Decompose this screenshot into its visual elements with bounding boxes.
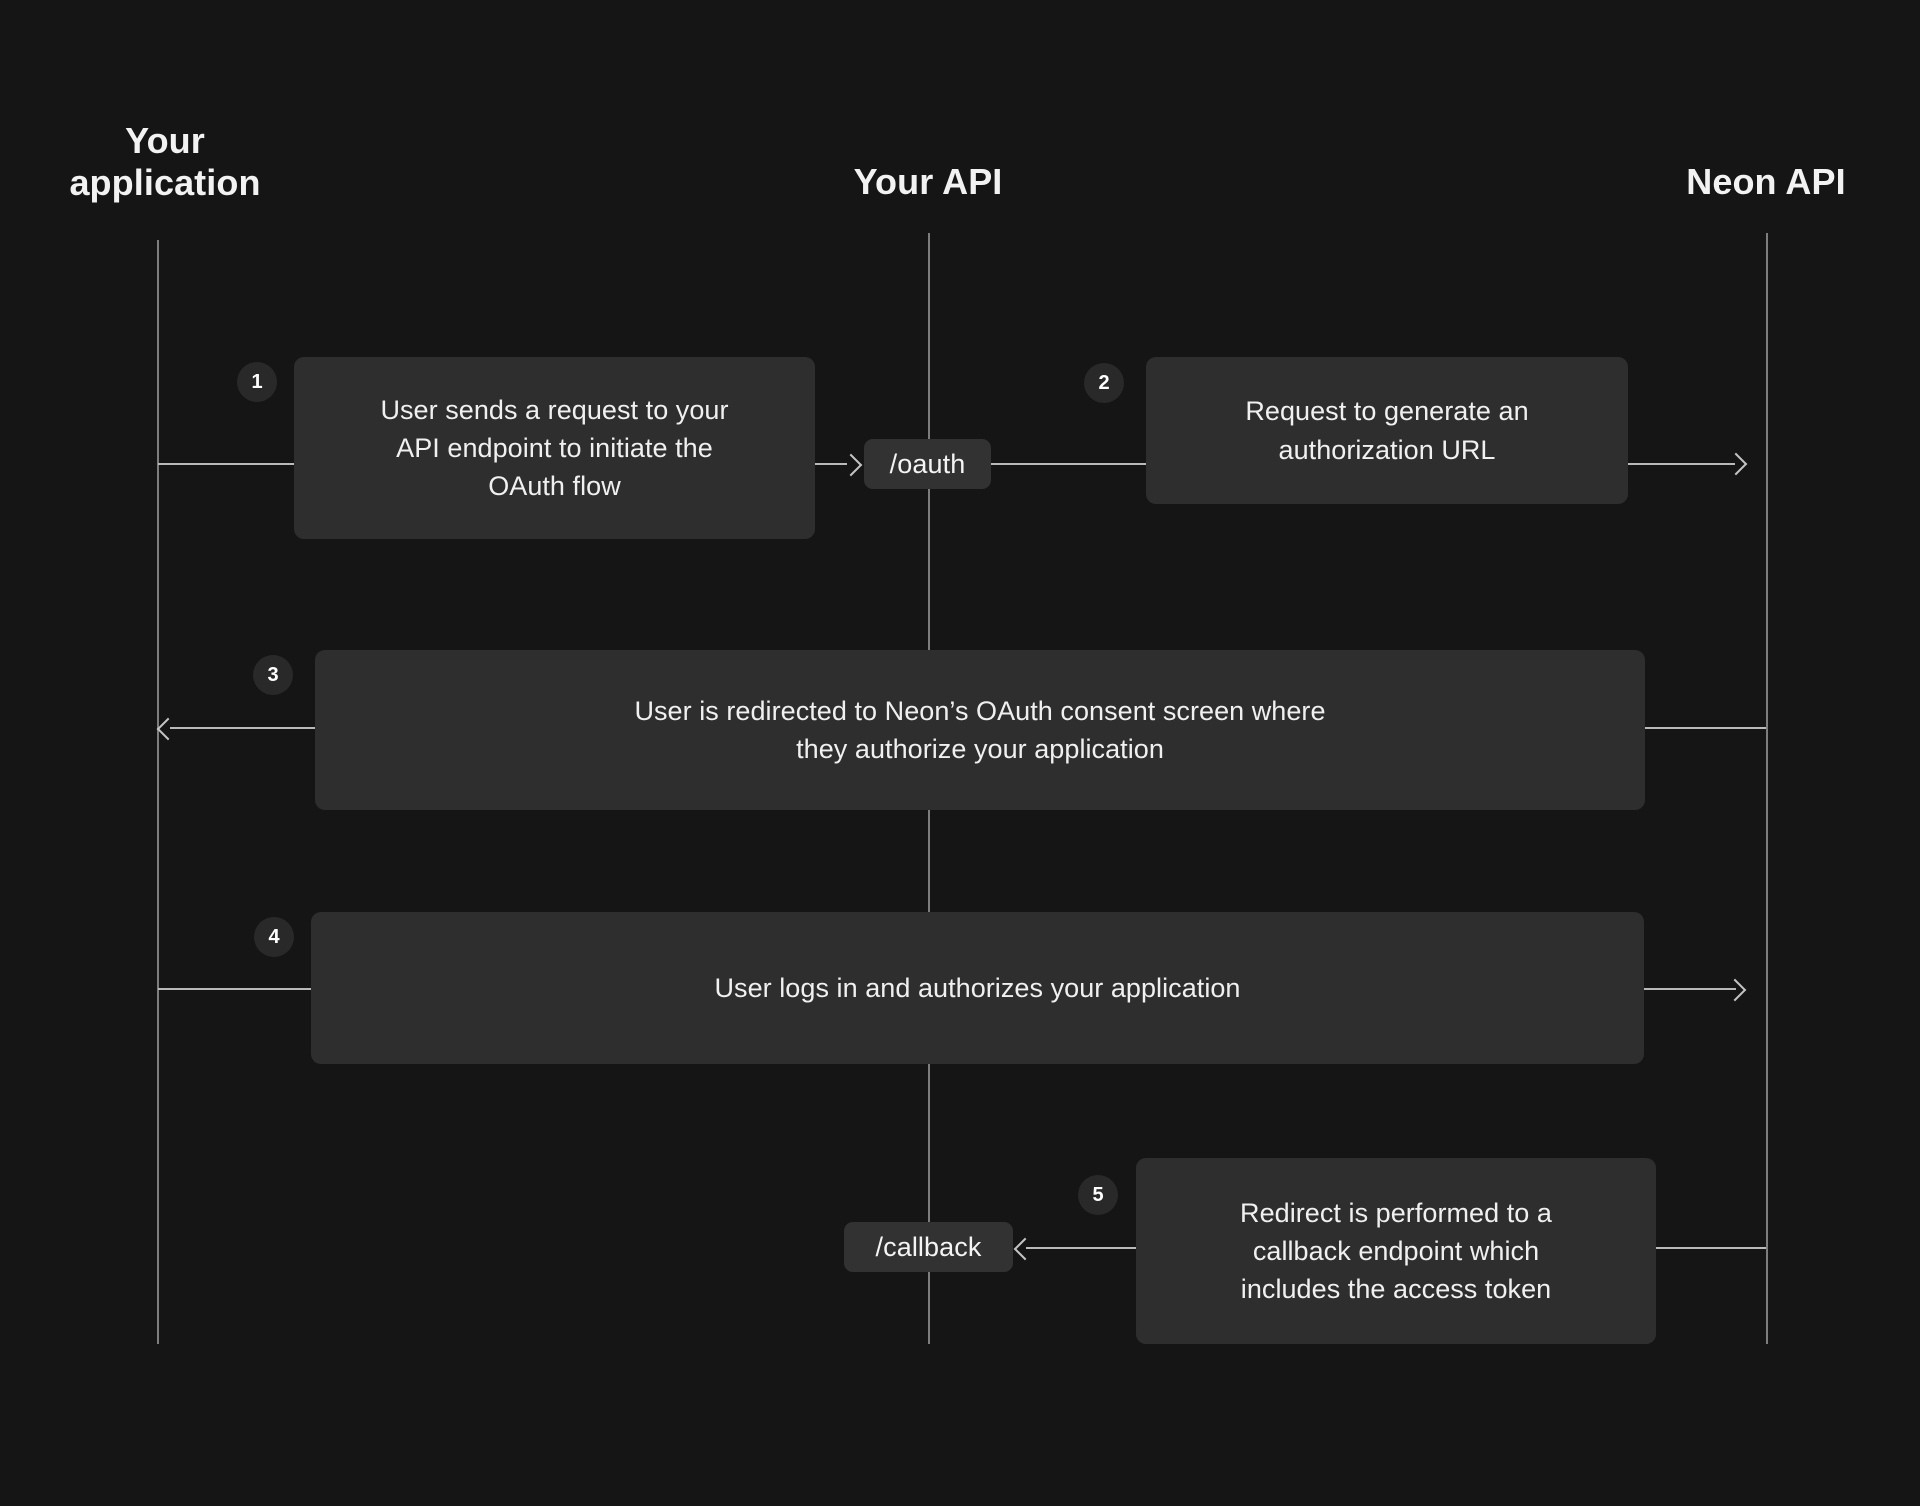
step-text-3: User is redirected to Neon’s OAuth conse… <box>634 695 1326 764</box>
step-text-1: User sends a request to your API endpoin… <box>380 394 729 502</box>
connector-step-2-left <box>991 463 1146 465</box>
step-text-4: User logs in and authorizes your applica… <box>714 972 1241 1003</box>
connector-step-4-right <box>1644 988 1736 990</box>
arrowhead-step-3-to-app <box>156 717 180 741</box>
step-box-2: Request to generate an authorization URL <box>1146 357 1628 504</box>
endpoint-pill-oauth[interactable]: /oauth <box>864 439 991 489</box>
arrowhead-step-2-to-neon <box>1724 452 1748 476</box>
step-box-3: User is redirected to Neon’s OAuth conse… <box>315 650 1645 810</box>
step-badge-5: 5 <box>1078 1175 1118 1215</box>
lifeline-header-neon-api: Neon API <box>1686 161 1846 202</box>
lifeline-neon-api <box>1766 233 1768 1344</box>
arrowhead-step-5-to-callback <box>1013 1237 1037 1261</box>
step-badge-2: 2 <box>1084 363 1124 403</box>
step-badge-1: 1 <box>237 362 277 402</box>
lifeline-your-application <box>157 240 159 1344</box>
arrowhead-step-1-to-oauth <box>839 453 863 477</box>
connector-step-3-left <box>170 727 315 729</box>
step-badge-4: 4 <box>254 917 294 957</box>
lifeline-header-your-application: Your application <box>69 120 261 204</box>
lifeline-header-your-api: Your API <box>853 161 1003 202</box>
step-box-5: Redirect is performed to a callback endp… <box>1136 1158 1656 1344</box>
step-badge-3: 3 <box>253 655 293 695</box>
step-text-5: Redirect is performed to a callback endp… <box>1240 1197 1552 1305</box>
step-text-2: Request to generate an authorization URL <box>1245 396 1529 465</box>
connector-step-2-right <box>1628 463 1735 465</box>
endpoint-pill-callback[interactable]: /callback <box>844 1222 1013 1272</box>
connector-step-5-left <box>1026 1247 1136 1249</box>
connector-step-3-right <box>1645 727 1766 729</box>
step-box-1: User sends a request to your API endpoin… <box>294 357 815 539</box>
step-box-4: User logs in and authorizes your applica… <box>311 912 1644 1064</box>
connector-step-4-left <box>158 988 311 990</box>
connector-step-1-left <box>158 463 294 465</box>
connector-step-5-right <box>1656 1247 1766 1249</box>
arrowhead-step-4-to-neon <box>1723 978 1747 1002</box>
